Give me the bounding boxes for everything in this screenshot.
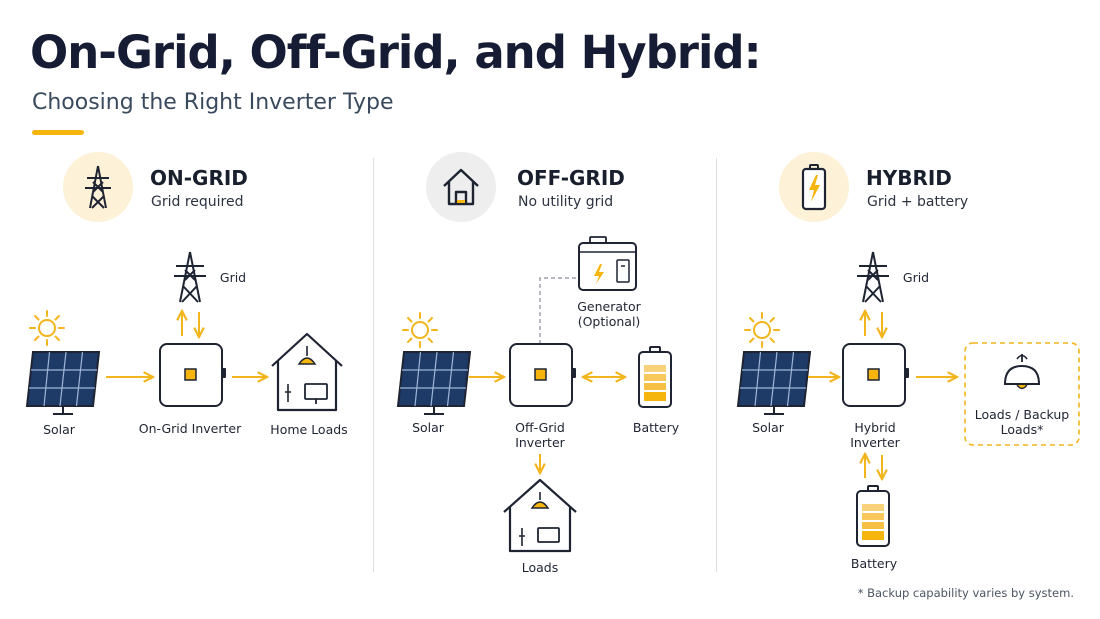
on-grid-title: ON-GRID	[150, 166, 248, 190]
label-grid: Grid	[219, 270, 247, 285]
label-solar: Solar	[412, 420, 444, 435]
transmission-tower-icon	[85, 165, 111, 209]
sun-icon	[744, 312, 780, 348]
page-subtitle: Choosing the Right Inverter Type	[32, 90, 394, 115]
backup-loads-box	[964, 342, 1080, 446]
label-grid: Grid	[902, 270, 930, 285]
battery-icon	[856, 485, 890, 547]
hybrid-title: HYBRID	[866, 166, 952, 190]
house-icon	[443, 168, 479, 206]
page-title: On-Grid, Off-Grid, and Hybrid:	[30, 26, 762, 79]
hybrid-subtitle: Grid + battery	[867, 194, 969, 210]
on-grid-header-badge	[63, 152, 133, 222]
hybrid-header-badge	[779, 152, 849, 222]
label-inverter: Hybrid Inverter	[850, 420, 900, 450]
off-grid-header-badge	[426, 152, 496, 222]
inverter-icon	[159, 343, 227, 407]
label-backup-loads: Loads / Backup Loads*	[974, 407, 1070, 437]
solar-panel-icon	[397, 351, 471, 415]
inverter-icon	[509, 343, 577, 407]
footnote: * Backup capability varies by system.	[857, 586, 1074, 600]
loads-house-icon	[503, 478, 577, 553]
on-grid-subtitle: Grid required	[151, 194, 244, 210]
sun-icon	[29, 310, 65, 346]
battery-charging-icon	[801, 164, 827, 211]
label-loads: Loads	[521, 560, 559, 575]
home-loads-icon	[271, 332, 343, 412]
accent-underline	[32, 130, 84, 135]
generator-icon	[578, 236, 637, 291]
label-solar: Solar	[752, 420, 784, 435]
label-battery: Battery	[850, 556, 898, 571]
grid-tower-icon	[173, 251, 207, 303]
label-solar: Solar	[43, 422, 75, 437]
lamp-icon	[1003, 354, 1041, 390]
sun-icon	[402, 312, 438, 348]
label-inverter: Off-Grid Inverter	[515, 420, 565, 450]
off-grid-subtitle: No utility grid	[518, 194, 614, 210]
grid-tower-icon	[856, 251, 890, 303]
battery-icon	[638, 346, 672, 408]
inverter-icon	[842, 343, 910, 407]
off-grid-title: OFF-GRID	[517, 166, 625, 190]
solar-panel-icon	[26, 351, 100, 415]
label-generator: Generator (Optional)	[577, 299, 641, 329]
solar-panel-icon	[737, 351, 811, 415]
column-divider	[373, 158, 374, 572]
label-battery: Battery	[632, 420, 680, 435]
label-inverter: On-Grid Inverter	[138, 421, 242, 436]
label-home-loads: Home Loads	[270, 422, 348, 437]
column-divider	[716, 158, 717, 572]
